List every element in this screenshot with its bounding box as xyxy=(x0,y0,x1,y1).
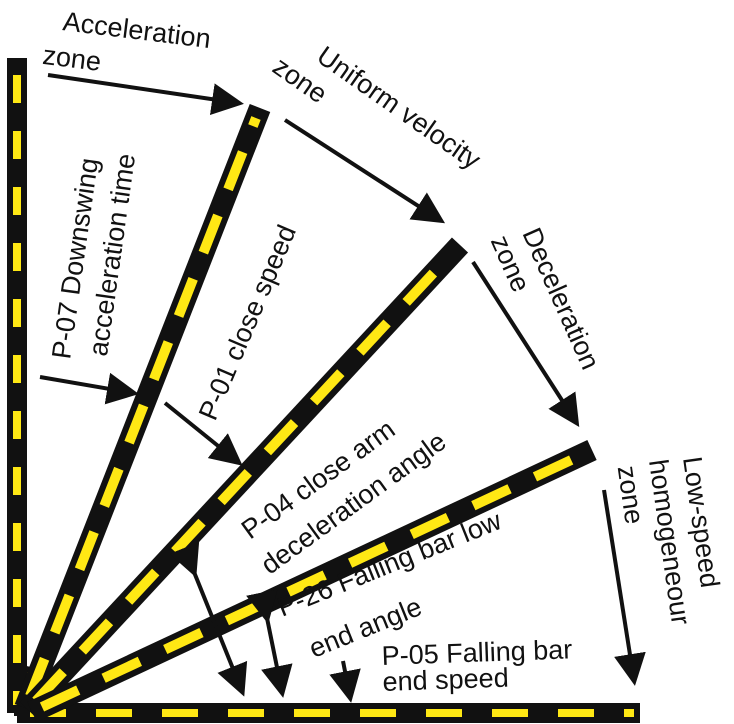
p07-label: P-07 Downswing acceleration time xyxy=(46,147,141,366)
deceleration-arrow xyxy=(471,260,580,428)
arrows xyxy=(39,73,646,703)
p04-double-arrow xyxy=(169,541,248,697)
p05-arrow xyxy=(329,660,361,703)
arm-27deg xyxy=(27,440,597,722)
low-speed-zone-label: Low-speed homogeneour zone xyxy=(611,453,730,639)
acceleration-arrow xyxy=(47,73,244,116)
uniform-velocity-arrow xyxy=(283,118,446,224)
p07-arrow xyxy=(39,372,139,405)
arm-70deg xyxy=(14,103,271,713)
p05-label: P-05 Falling bar end speed xyxy=(381,634,581,697)
p26-double-arrow-inner xyxy=(246,589,293,698)
p01-arrow xyxy=(163,401,243,466)
arm-50deg xyxy=(19,237,469,718)
low-speed-arrow xyxy=(602,489,646,686)
